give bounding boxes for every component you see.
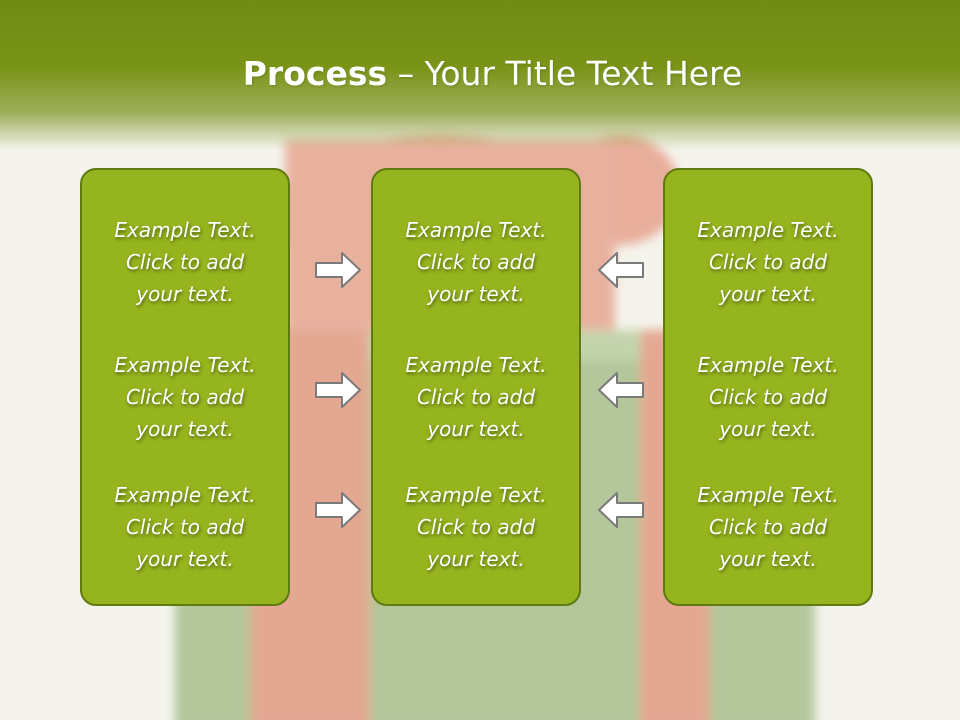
text-line: your text. [719, 282, 817, 306]
text-line: Click to add [416, 250, 536, 274]
arrow-right-icon [315, 492, 361, 528]
text-line: Click to add [125, 250, 245, 274]
text-line: Example Text. [405, 353, 547, 377]
text-item[interactable]: Example Text. Click to add your text. [82, 214, 288, 310]
text-line: Click to add [708, 250, 828, 274]
text-line: Click to add [125, 515, 245, 539]
process-box-center[interactable]: Example Text. Click to add your text. Ex… [371, 168, 581, 606]
header-band [0, 0, 960, 150]
text-line: Click to add [125, 385, 245, 409]
text-line: your text. [427, 417, 525, 441]
slide-title[interactable]: Process – Your Title Text Here [0, 52, 960, 96]
text-item[interactable]: Example Text. Click to add your text. [82, 479, 288, 575]
text-line: Example Text. [114, 353, 256, 377]
arrow-right-icon [315, 372, 361, 408]
text-line: your text. [136, 282, 234, 306]
arrow-left-icon [598, 252, 644, 288]
arrow-right-icon [315, 252, 361, 288]
text-line: Example Text. [405, 483, 547, 507]
text-item[interactable]: Example Text. Click to add your text. [373, 214, 579, 310]
text-item[interactable]: Example Text. Click to add your text. [665, 214, 871, 310]
text-line: Example Text. [697, 218, 839, 242]
text-item[interactable]: Example Text. Click to add your text. [665, 479, 871, 575]
text-line: Example Text. [697, 353, 839, 377]
text-item[interactable]: Example Text. Click to add your text. [373, 479, 579, 575]
text-line: Example Text. [697, 483, 839, 507]
text-item[interactable]: Example Text. Click to add your text. [82, 349, 288, 445]
process-box-left[interactable]: Example Text. Click to add your text. Ex… [80, 168, 290, 606]
text-line: Click to add [708, 515, 828, 539]
text-line: your text. [427, 282, 525, 306]
title-rest: – Your Title Text Here [387, 54, 743, 93]
text-line: Click to add [708, 385, 828, 409]
title-bold: Process [242, 54, 388, 93]
process-box-right[interactable]: Example Text. Click to add your text. Ex… [663, 168, 873, 606]
arrow-left-icon [598, 372, 644, 408]
text-line: Click to add [416, 385, 536, 409]
text-line: your text. [427, 547, 525, 571]
text-line: Example Text. [405, 218, 547, 242]
text-line: your text. [136, 547, 234, 571]
text-line: your text. [136, 417, 234, 441]
arrow-left-icon [598, 492, 644, 528]
text-item[interactable]: Example Text. Click to add your text. [373, 349, 579, 445]
text-item[interactable]: Example Text. Click to add your text. [665, 349, 871, 445]
text-line: your text. [719, 547, 817, 571]
text-line: Example Text. [114, 483, 256, 507]
text-line: Click to add [416, 515, 536, 539]
text-line: Example Text. [114, 218, 256, 242]
text-line: your text. [719, 417, 817, 441]
